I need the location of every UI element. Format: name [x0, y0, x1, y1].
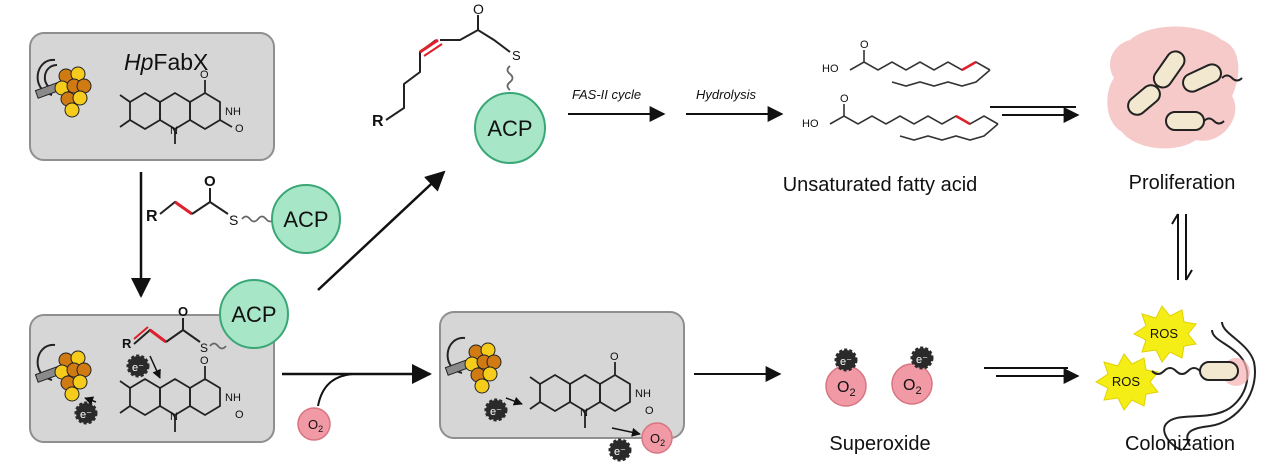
- unsaturated-acyl-acp: R O S ACP: [372, 1, 546, 164]
- flavin-n-atom: N: [170, 125, 178, 137]
- flavin-o-atom-top: O: [610, 351, 619, 363]
- acp-circle-product: [474, 92, 546, 164]
- acp-circle-substrate: [271, 184, 341, 254]
- ros-label-bottom: ROS: [1112, 374, 1141, 389]
- electron-text: e⁻: [840, 356, 852, 368]
- electron-text: e⁻: [614, 446, 626, 458]
- product-r-group: R: [372, 113, 384, 130]
- substrate-carbonyl-o: O: [204, 173, 216, 190]
- o2-molecule-output: O2: [641, 422, 673, 454]
- o2-text: O2: [308, 417, 323, 434]
- fatty-acid-structures: [829, 50, 999, 141]
- flavin-n-atom: N: [580, 407, 588, 419]
- fes-cluster-icon: [34, 58, 92, 118]
- flavin-o-atom-right: O: [235, 409, 244, 421]
- arrow-double-colonization: [984, 367, 1080, 384]
- fes-cluster-icon: [34, 343, 92, 402]
- fatty-acid-2-ho: HO: [802, 118, 819, 130]
- enzyme-name: HpFabX: [124, 49, 208, 75]
- enzyme-box-reduced: e⁻ N O NH O: [439, 311, 685, 439]
- superoxide-molecules: O2 e⁻ O2 e⁻: [825, 346, 934, 407]
- electron-text: e⁻: [132, 362, 144, 374]
- o2-molecule-input: O2: [297, 407, 331, 441]
- bound-r-group: R: [122, 336, 132, 351]
- colonization-label: Colonization: [1125, 433, 1235, 455]
- fatty-acid-1-o: O: [860, 39, 869, 51]
- enzyme-box-resting: HpFabX N O NH O: [29, 32, 275, 161]
- stomach-outline: [1163, 329, 1249, 451]
- electron-icon: e⁻: [484, 398, 508, 422]
- acp-label-product: ACP: [487, 116, 532, 141]
- product-s-atom: S: [512, 48, 521, 63]
- proliferation-label: Proliferation: [1129, 172, 1236, 194]
- flavin-ring-structure: [529, 362, 631, 428]
- ros-label-top: ROS: [1150, 326, 1179, 341]
- acp-label-substrate: ACP: [283, 207, 328, 232]
- electron-text: e⁻: [490, 406, 502, 418]
- acp-circle-bound: [219, 279, 289, 349]
- proliferation-icon: [1107, 26, 1243, 149]
- flavin-o-atom-top: O: [200, 69, 209, 81]
- electron-text: e⁻: [80, 409, 92, 421]
- flavin-ring-structure: [119, 80, 233, 144]
- o2-text: O2: [837, 379, 856, 399]
- fatty-acid-2-o: O: [840, 93, 849, 105]
- arrow-diagonal-product: [317, 170, 446, 291]
- fatty-acid-1-ho: HO: [822, 63, 839, 75]
- enzyme-box-bound: e⁻ e⁻ N O NH O R O S ACP: [29, 279, 289, 443]
- fas-ii-cycle-label: FAS-II cycle: [572, 87, 641, 102]
- o2-text: O2: [903, 377, 922, 397]
- arrow-double-proliferation: [990, 106, 1080, 123]
- hydrolysis-label: Hydrolysis: [696, 87, 756, 102]
- product-carbonyl-o: O: [473, 1, 484, 17]
- saturated-acyl-acp: R O S ACP: [146, 173, 341, 254]
- fes-cluster-icon: [444, 336, 502, 394]
- flavin-nh-atom: NH: [225, 106, 241, 118]
- flavin-o-atom-top: O: [200, 355, 209, 367]
- electron-text: e⁻: [916, 354, 928, 366]
- superoxide-label: Superoxide: [829, 433, 930, 455]
- ros-burst-icon: [1095, 353, 1159, 411]
- substrate-r-group: R: [146, 208, 158, 225]
- bound-carbonyl-o: O: [178, 304, 188, 319]
- flavin-ring-structure: [119, 366, 221, 432]
- substrate-s-atom: S: [229, 212, 238, 228]
- electron-icon: [910, 346, 934, 370]
- bound-s-atom: S: [200, 341, 208, 355]
- electron-icon: e⁻: [608, 438, 632, 462]
- o2-text: O2: [650, 431, 665, 448]
- electron-icon: e⁻: [74, 401, 98, 425]
- ros-burst-icon: [1133, 305, 1197, 363]
- electron-icon: [834, 348, 858, 372]
- flavin-o-atom-right: O: [645, 405, 654, 417]
- flavin-nh-atom: NH: [225, 392, 241, 404]
- electron-icon: e⁻: [126, 354, 150, 378]
- o2-input-curve: [317, 373, 353, 407]
- flavin-n-atom: N: [170, 411, 178, 423]
- flavin-o-atom-right: O: [235, 123, 244, 135]
- bacterium-icon: [1199, 361, 1239, 381]
- colonization-icon: ROS ROS: [1095, 305, 1256, 451]
- equilibrium-arrows: [1171, 213, 1193, 281]
- flavin-nh-atom: NH: [635, 388, 651, 400]
- acp-label-bound: ACP: [231, 302, 276, 327]
- unsaturated-fatty-acid-label: Unsaturated fatty acid: [783, 174, 978, 196]
